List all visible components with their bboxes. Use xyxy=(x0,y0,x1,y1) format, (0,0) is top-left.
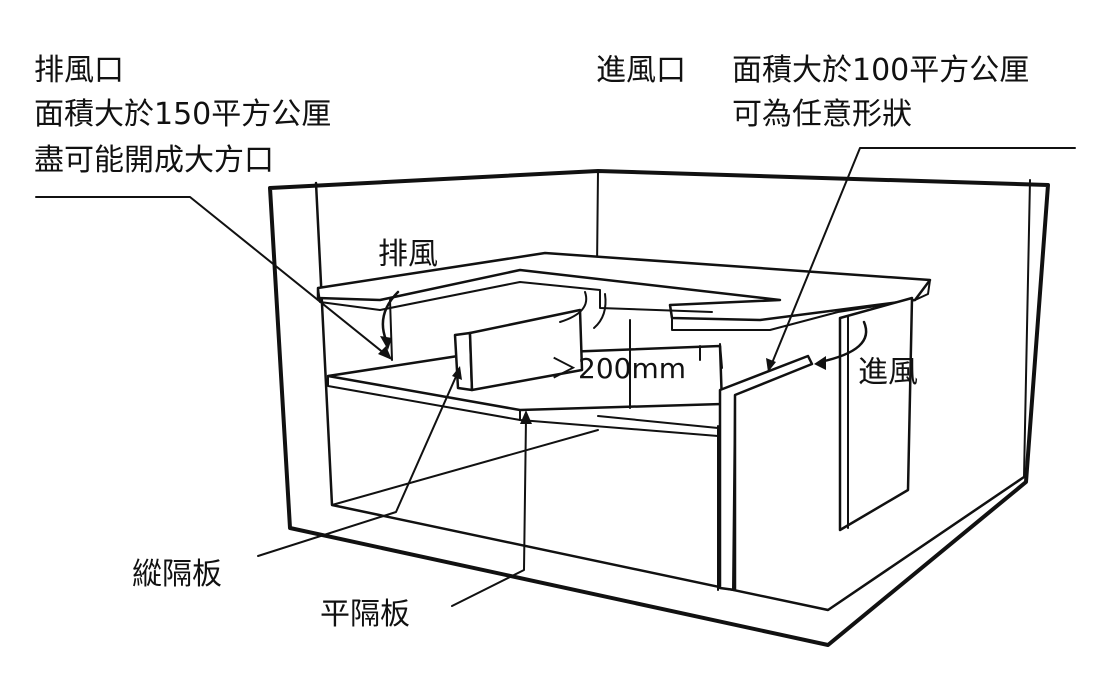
right-panels xyxy=(699,296,914,592)
flow-arrows xyxy=(380,290,868,370)
intake-opening-title: 進風口 xyxy=(596,53,686,88)
exhaust-opening-title: 排風口 xyxy=(34,53,124,88)
vertical-partition-label: 縱隔板 xyxy=(132,557,222,592)
exhaust-flow-label: 排風 xyxy=(378,237,438,272)
intake-opening-area: 面積大於100平方公厘 xyxy=(732,53,1029,88)
exhaust-opening-area: 面積大於150平方公厘 xyxy=(34,97,331,132)
horizontal-partition-label: 平隔板 xyxy=(320,597,410,632)
top-duct xyxy=(316,251,932,361)
gap-dimension-label: ＞200mm xyxy=(550,352,686,385)
cabinet-shell xyxy=(268,169,1050,647)
intake-opening-note: 可為任意形狀 xyxy=(732,97,912,132)
exhaust-opening-note: 盡可能開成大方口 xyxy=(34,143,274,178)
leader-lines xyxy=(35,147,1076,607)
intake-flow-label: 進風 xyxy=(858,355,918,390)
